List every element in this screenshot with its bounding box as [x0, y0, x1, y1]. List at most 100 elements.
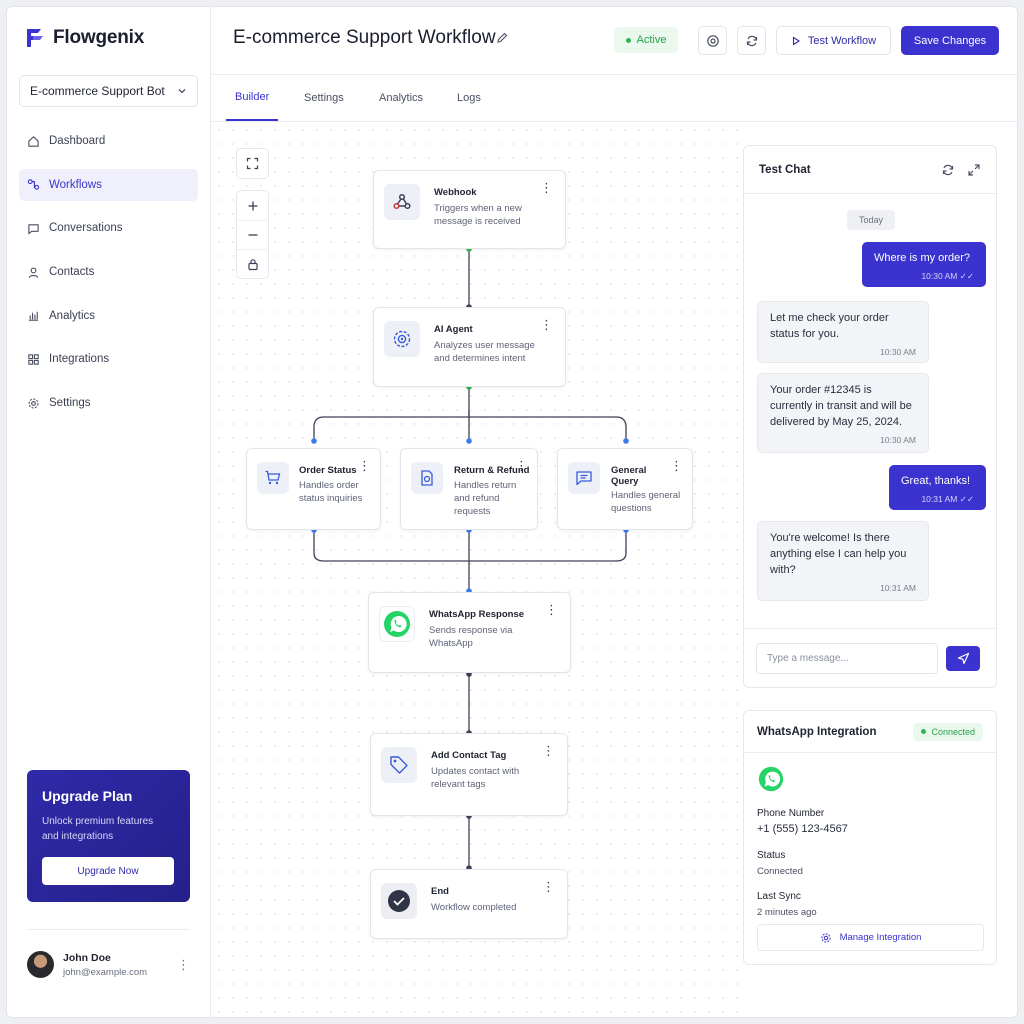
sidebar-item-label: Contacts — [49, 266, 95, 279]
user-profile[interactable]: John Doe john@example.com ⋮ — [27, 951, 190, 978]
node-menu-icon[interactable]: ⋮ — [542, 743, 555, 758]
chat-message-incoming: You're welcome! Is there anything else I… — [757, 521, 929, 601]
test-workflow-label: Test Workflow — [807, 34, 877, 47]
node-description: Handles order status inquiries — [299, 480, 363, 504]
expand-icon[interactable] — [967, 163, 981, 177]
zoom-controls — [236, 190, 269, 279]
test-chat-title: Test Chat — [759, 163, 811, 176]
node-menu-icon[interactable]: ⋮ — [540, 180, 553, 195]
message-time: 10:30 AM — [880, 347, 916, 357]
sidebar-item-dashboard[interactable]: Dashboard — [19, 125, 198, 157]
node-title: General Query — [611, 465, 647, 487]
refresh-icon[interactable] — [941, 163, 955, 177]
sidebar-item-analytics[interactable]: Analytics — [19, 300, 198, 332]
app-window: Flowgenix E-commerce Support Bot Dashboa… — [6, 6, 1018, 1018]
workflow-node-webhook[interactable]: Webhook Triggers when a new message is r… — [373, 170, 566, 249]
send-icon — [957, 652, 969, 665]
double-check-icon: ✓✓ — [959, 494, 974, 504]
sidebar: Flowgenix E-commerce Support Bot Dashboa… — [7, 7, 211, 1017]
logo[interactable]: Flowgenix — [25, 27, 144, 49]
node-menu-icon[interactable]: ⋮ — [540, 317, 553, 332]
test-chat-header: Test Chat — [744, 146, 996, 194]
sidebar-item-label: Analytics — [49, 309, 96, 322]
phone-number-label: Phone Number — [757, 808, 825, 819]
zoom-in-button[interactable] — [237, 191, 268, 220]
workflow-node-general-query[interactable]: General Query Handles general questions … — [557, 448, 693, 530]
manage-integration-label: Manage Integration — [839, 932, 922, 943]
message-time: 10:30 AM — [880, 435, 916, 445]
status-dot — [921, 729, 927, 734]
divider — [27, 929, 190, 930]
preview-button[interactable] — [698, 26, 727, 55]
sidebar-item-conversations[interactable]: Conversations — [19, 212, 198, 244]
refresh-button[interactable] — [737, 26, 766, 55]
workflow-node-ai-agent[interactable]: AI Agent Analyzes user message and deter… — [373, 307, 566, 387]
node-description: Sends response via WhatsApp — [429, 625, 513, 649]
sidebar-nav: Dashboard Workflows Conversations Contac… — [19, 125, 198, 431]
status-text: Active — [636, 34, 667, 46]
sidebar-item-integrations[interactable]: Integrations — [19, 343, 198, 375]
node-description: Analyzes user message and determines int… — [434, 340, 535, 364]
user-name: John Doe — [63, 951, 111, 964]
sidebar-item-settings[interactable]: Settings — [19, 387, 198, 419]
node-description: Workflow completed — [431, 902, 517, 913]
more-vertical-icon[interactable]: ⋮ — [177, 956, 190, 972]
connection-status-badge: Connected — [913, 722, 983, 741]
node-menu-icon[interactable]: ⋮ — [358, 458, 371, 473]
page-title: E-commerce Support Workflow — [233, 27, 496, 48]
workflow-node-return-refund[interactable]: Return & Refund Handles return and refun… — [400, 448, 538, 530]
ai-agent-icon — [384, 321, 420, 357]
upgrade-now-button[interactable]: Upgrade Now — [42, 857, 174, 885]
sidebar-item-label: Integrations — [49, 353, 110, 366]
whatsapp-integration-header: WhatsApp Integration Connected — [744, 711, 996, 753]
node-menu-icon[interactable]: ⋮ — [515, 458, 528, 473]
send-button[interactable] — [946, 646, 980, 671]
workflow-node-end[interactable]: End Workflow completed ⋮ — [370, 869, 568, 939]
sidebar-item-contacts[interactable]: Contacts — [19, 256, 198, 288]
sidebar-item-workflows[interactable]: Workflows — [19, 168, 198, 201]
tab-logs[interactable]: Logs — [457, 92, 481, 104]
tab-builder[interactable]: Builder — [226, 75, 279, 121]
zoom-out-button[interactable] — [237, 220, 268, 249]
upgrade-card: Upgrade Plan Unlock premium features and… — [27, 770, 190, 902]
test-workflow-button[interactable]: Test Workflow — [776, 26, 891, 55]
bot-selector[interactable]: E-commerce Support Bot — [19, 75, 198, 107]
workflow-node-order-status[interactable]: Order Status Handles order status inquir… — [246, 448, 381, 530]
whatsapp-integration-panel: WhatsApp Integration Connected Phone Num… — [743, 710, 997, 965]
node-menu-icon[interactable]: ⋮ — [542, 879, 555, 894]
connection-status-text: Connected — [931, 726, 975, 737]
workflow-node-whatsapp-response[interactable]: WhatsApp Response Sends response via Wha… — [368, 592, 571, 673]
refund-icon — [411, 462, 443, 494]
bar-chart-icon — [28, 312, 39, 321]
workflow-canvas[interactable]: Webhook Triggers when a new message is r… — [212, 123, 738, 1017]
fit-view-tool — [236, 148, 269, 179]
chat-message-input[interactable]: Type a message... — [756, 643, 938, 674]
node-menu-icon[interactable]: ⋮ — [670, 458, 683, 473]
test-chat-panel: Test Chat Today Where is my order? 10:30… — [743, 145, 997, 688]
minus-icon — [248, 234, 257, 236]
chat-icon — [28, 224, 39, 235]
upgrade-text: Unlock premium features and integrations — [42, 816, 154, 842]
tab-settings[interactable]: Settings — [304, 92, 344, 104]
user-icon — [28, 267, 39, 278]
node-description: Handles general questions — [611, 490, 681, 514]
save-changes-button[interactable]: Save Changes — [901, 26, 999, 55]
message-time: 10:31 AM — [880, 583, 916, 593]
phone-number-value: +1 (555) 123-4567 — [757, 823, 848, 835]
chevron-down-icon — [178, 89, 186, 94]
workflow-icon — [27, 179, 40, 190]
node-title: Add Contact Tag — [431, 750, 507, 761]
workflow-node-add-contact-tag[interactable]: Add Contact Tag Updates contact with rel… — [370, 733, 568, 816]
manage-integration-button[interactable]: Manage Integration — [757, 924, 984, 951]
tab-analytics[interactable]: Analytics — [379, 92, 424, 104]
lock-button[interactable] — [237, 249, 268, 278]
node-title: Order Status — [299, 465, 357, 476]
date-divider: Today — [847, 210, 895, 230]
node-menu-icon[interactable]: ⋮ — [545, 602, 558, 617]
fit-view-button[interactable] — [237, 149, 268, 178]
node-title: AI Agent — [434, 324, 473, 335]
last-sync-value: 2 minutes ago — [757, 907, 817, 918]
chat-message-incoming: Let me check your order status for you. … — [757, 301, 929, 363]
whatsapp-icon — [758, 766, 784, 792]
pencil-icon[interactable] — [495, 31, 509, 45]
